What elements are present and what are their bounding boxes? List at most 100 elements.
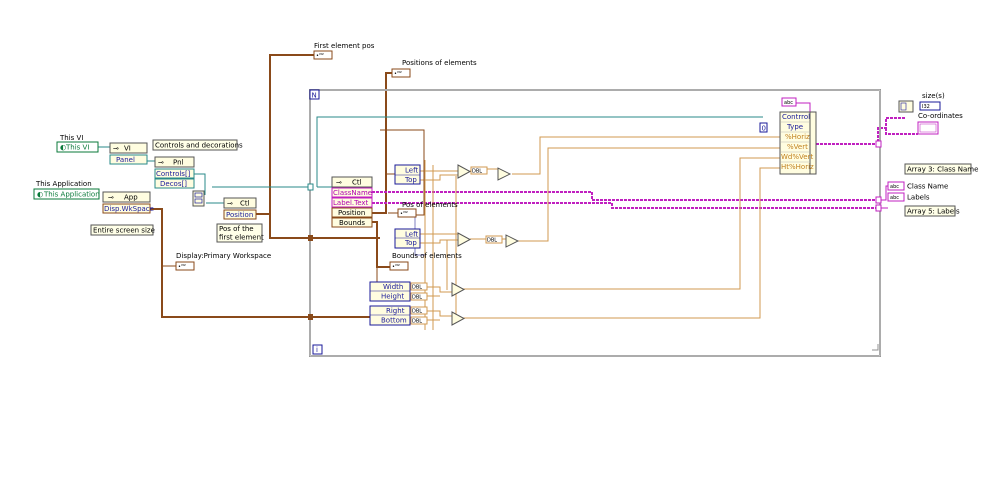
svg-text:⊸: ⊸ <box>113 145 119 153</box>
svg-text:•ᴵ³²: •ᴵ³² <box>316 53 324 59</box>
co-ordinates-label: Co-ordinates <box>918 112 963 120</box>
array-size-node[interactable] <box>898 100 914 113</box>
svg-text:•ᴵ³²: •ᴵ³² <box>392 264 400 270</box>
math-operators[interactable] <box>451 164 520 326</box>
tunnel-out-label <box>875 204 882 212</box>
array5-label: Array 5: Labels <box>904 205 960 217</box>
svg-text:Pnl: Pnl <box>173 159 184 167</box>
svg-text:Top: Top <box>404 176 417 184</box>
unbundle-position-1[interactable]: Left Top <box>394 164 421 185</box>
svg-text:Height: Height <box>381 293 404 301</box>
svg-text:Left: Left <box>405 231 418 239</box>
svg-text:DBL: DBL <box>472 169 482 175</box>
svg-text:DBL: DBL <box>412 285 422 291</box>
wire-div2b <box>518 147 780 242</box>
tunnel-array <box>307 183 314 191</box>
labels-indicator: abc <box>887 192 905 202</box>
svg-text:0: 0 <box>762 125 766 133</box>
bundle-by-name[interactable]: Contrrol Type %Horiz %Vert Wd%Vert Ht%Ho… <box>779 111 817 175</box>
wire-extra-lavender <box>414 215 425 256</box>
wire-output-cluster <box>816 117 905 145</box>
svg-text:Pos of the: Pos of the <box>219 225 254 233</box>
svg-text:◐: ◐ <box>60 144 66 152</box>
this-application-constant[interactable]: ◐ This Application <box>33 188 100 200</box>
app-property-node[interactable]: ⊸ App Disp.WkSpace <box>102 191 154 214</box>
svg-text:⊸: ⊸ <box>158 159 164 167</box>
wire-bounds <box>372 221 390 268</box>
wire-top2 <box>420 239 458 244</box>
svg-text:•ᴵ³²: •ᴵ³² <box>178 264 186 270</box>
zero-constant[interactable]: 0 <box>759 122 768 133</box>
size-s-indicator: I32 <box>919 101 941 111</box>
pos-of-elements-label: Pos of elements <box>402 201 458 209</box>
ctl-property-node-2[interactable]: ⊸ Ctl ClassName Label.Text Position Boun… <box>331 176 373 228</box>
wire-label <box>372 202 878 209</box>
svg-text:abc: abc <box>890 184 899 190</box>
to-dbl-4: DBL <box>410 292 428 301</box>
svg-text:Ctl: Ctl <box>352 179 362 187</box>
svg-text:Class Name: Class Name <box>907 183 948 191</box>
svg-text:Display:Primary Workspace: Display:Primary Workspace <box>176 252 271 260</box>
svg-text:DBL: DBL <box>412 309 422 315</box>
svg-text:Co-ordinates: Co-ordinates <box>918 112 963 120</box>
svg-text:Array 3: Class Name: Array 3: Class Name <box>907 166 978 174</box>
tunnel-workspace <box>308 314 313 320</box>
svg-text:Position: Position <box>338 209 365 217</box>
unbundle-bounds[interactable]: Right Bottom <box>369 305 411 326</box>
svg-text:This Application: This Application <box>43 191 100 199</box>
svg-text:First element pos: First element pos <box>314 42 375 50</box>
wire-coord <box>885 128 918 135</box>
svg-text:Position: Position <box>226 211 253 219</box>
svg-text:DBL: DBL <box>412 319 422 325</box>
wire-array-loop <box>212 116 763 188</box>
pos-of-first-label: Pos of the first element <box>216 223 264 243</box>
svg-text:N: N <box>312 92 317 100</box>
this-vi-constant[interactable]: ◐ This VI <box>56 141 99 153</box>
wire-classname <box>372 191 878 201</box>
unbundle-position-2[interactable]: Left Top <box>394 228 421 249</box>
unbundle-size[interactable]: Width Height <box>369 281 411 302</box>
wire-bundle-top <box>796 102 811 112</box>
vi-property-node[interactable]: ⊸ VI Panel <box>109 142 148 165</box>
add-op-1 <box>457 164 472 179</box>
svg-text:first element: first element <box>219 234 264 242</box>
svg-text:%Vert: %Vert <box>787 143 808 151</box>
svg-text:This VI: This VI <box>59 134 83 142</box>
svg-text:◐: ◐ <box>37 191 43 199</box>
to-dbl-5: DBL <box>410 306 428 315</box>
bundle-input-constant[interactable]: abc <box>781 97 797 107</box>
positions-elements-label: Positions of elements <box>402 59 477 67</box>
divide-op-4 <box>451 311 466 326</box>
svg-text:i: i <box>316 346 318 354</box>
svg-text:⊸: ⊸ <box>336 179 342 187</box>
svg-text:Top: Top <box>404 239 417 247</box>
to-dbl-1: DBL <box>470 166 488 175</box>
svg-text:Panel: Panel <box>116 156 135 164</box>
svg-text:⊸: ⊸ <box>227 200 233 208</box>
bounds-of-elements-indicator: •ᴵ³² <box>389 261 409 271</box>
size-s-label: size(s) <box>922 92 945 100</box>
first-element-pos-indicator: •ᴵ³² <box>313 50 333 60</box>
wire-wd <box>462 157 780 290</box>
svg-text:This VI: This VI <box>65 144 89 152</box>
pnl-property-node[interactable]: ⊸ Pnl Controls[] Decos[] <box>154 156 195 189</box>
svg-text:size(s): size(s) <box>922 92 945 100</box>
ctl-property-node-1[interactable]: ⊸ Ctl Position <box>223 197 257 220</box>
tunnel-firstpos <box>308 235 313 241</box>
divide-op-2 <box>505 234 520 248</box>
for-loop[interactable]: N i <box>307 89 882 357</box>
svg-text:Entire screen size: Entire screen size <box>93 227 155 235</box>
array3-label: Array 3: Class Name <box>904 163 978 175</box>
svg-text:abc: abc <box>890 195 899 201</box>
wire-ht <box>462 167 780 319</box>
loop-iteration-terminal[interactable] <box>312 344 323 355</box>
dbl-nodes: DBL DBL DBL DBL DBL DBL <box>410 166 503 325</box>
svg-text:App: App <box>124 194 138 202</box>
svg-text:abc: abc <box>784 100 793 106</box>
index-array-node[interactable] <box>192 190 205 207</box>
svg-text:I32: I32 <box>922 104 930 110</box>
loop-count-terminal[interactable] <box>309 89 320 100</box>
svg-text:VI: VI <box>124 145 131 153</box>
display-primary-indicator: •ᴵ³² <box>175 261 195 271</box>
